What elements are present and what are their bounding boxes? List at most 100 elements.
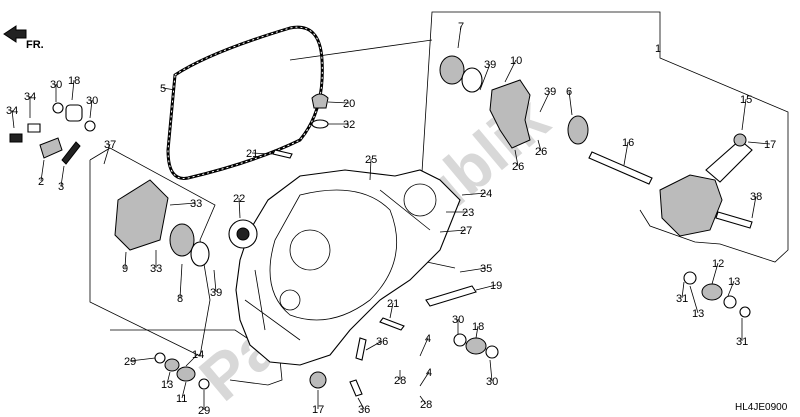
leader-line [357, 397, 365, 410]
leader-line [539, 90, 551, 113]
callout-9: 9 [122, 263, 128, 275]
seal-set-left [154, 352, 210, 390]
leader-line [89, 99, 93, 119]
callout-17: 17 [764, 139, 776, 151]
dowel-pin-lower [379, 317, 405, 331]
leader-line [689, 285, 699, 314]
callout-20: 20 [343, 98, 355, 110]
leader-line [169, 202, 197, 206]
callout-26: 26 [512, 161, 524, 173]
callout-13: 13 [692, 308, 704, 320]
leader-line [741, 98, 747, 131]
leader-line [419, 395, 427, 405]
pump-shaft [588, 151, 653, 185]
cap [311, 93, 329, 109]
callout-6: 6 [566, 86, 572, 98]
leader-line [479, 63, 491, 91]
leader-line [103, 143, 111, 165]
leader-line [475, 284, 497, 291]
leader-line [213, 269, 217, 293]
callout-7: 7 [458, 21, 464, 33]
leader-line [179, 263, 183, 299]
leader-line [727, 280, 735, 297]
callout-30: 30 [486, 376, 498, 388]
callout-39: 39 [544, 86, 556, 98]
callout-15: 15 [740, 94, 752, 106]
callout-1: 1 [655, 43, 661, 55]
oil-pump-body [489, 79, 531, 149]
leader-line [504, 59, 517, 83]
water-pump-housing [659, 174, 723, 237]
leader-line [11, 109, 15, 129]
callout-12: 12 [712, 258, 724, 270]
leader-line [124, 251, 127, 269]
callout-36: 36 [376, 336, 388, 348]
callout-10: 10 [510, 55, 522, 67]
callout-26: 26 [535, 146, 547, 158]
bolt-lower [349, 379, 363, 397]
hose [39, 137, 63, 159]
leader-line [419, 371, 430, 387]
callout-21: 21 [387, 298, 399, 310]
leader-line [489, 359, 493, 382]
callout-22: 22 [233, 193, 245, 205]
callout-18: 18 [472, 321, 484, 333]
callout-39: 39 [210, 287, 222, 299]
leader-line [568, 90, 573, 116]
callout-34: 34 [24, 91, 36, 103]
leader-line [537, 139, 542, 152]
leader-line [251, 152, 273, 155]
leader-line [389, 302, 394, 319]
leader-line [623, 141, 629, 166]
leader-line [365, 340, 383, 351]
callout-19: 19 [490, 280, 502, 292]
pump-gear [567, 115, 589, 145]
callout-5: 5 [160, 83, 166, 95]
leader-line [457, 25, 462, 49]
callout-13: 13 [728, 276, 740, 288]
callout-27: 27 [460, 225, 472, 237]
shaft-holder [114, 179, 169, 251]
callout-25: 25 [365, 154, 377, 166]
leader-line [238, 197, 241, 219]
callout-14: 14 [192, 349, 204, 361]
callout-29: 29 [198, 405, 210, 417]
callout-17: 17 [312, 404, 324, 416]
callout-28: 28 [394, 375, 406, 387]
leader-line [459, 267, 487, 273]
dowel-pin [272, 149, 293, 159]
callout-2: 2 [38, 176, 44, 188]
leader-line [369, 158, 372, 181]
collar [169, 223, 195, 257]
leader-line [751, 195, 757, 219]
leader-line [439, 229, 467, 233]
callout-32: 32 [343, 119, 355, 131]
leader-line [419, 337, 429, 357]
clamp [61, 141, 81, 165]
leader-line [514, 149, 519, 167]
spring-icon [733, 133, 747, 147]
leader-line [162, 87, 176, 91]
drain-plug [309, 371, 327, 389]
assembly-frames [89, 11, 789, 386]
leader-line [475, 325, 479, 339]
o-ring [311, 119, 329, 129]
strainer [425, 285, 477, 307]
seal-set-middle [453, 333, 499, 359]
callout-4: 4 [426, 367, 432, 379]
drawing-code: HL4JE0900 [735, 402, 788, 413]
callout-39: 39 [484, 59, 496, 71]
leader-line [711, 262, 719, 285]
callout-29: 29 [124, 356, 136, 368]
leader-line [747, 141, 771, 145]
long-bolt [715, 211, 753, 229]
callout-24: 24 [480, 188, 492, 200]
callout-21: 21 [246, 148, 258, 160]
leader-line [461, 192, 487, 196]
leader-line [681, 281, 685, 299]
front-arrow-icon [3, 25, 27, 43]
callout-31: 31 [736, 336, 748, 348]
